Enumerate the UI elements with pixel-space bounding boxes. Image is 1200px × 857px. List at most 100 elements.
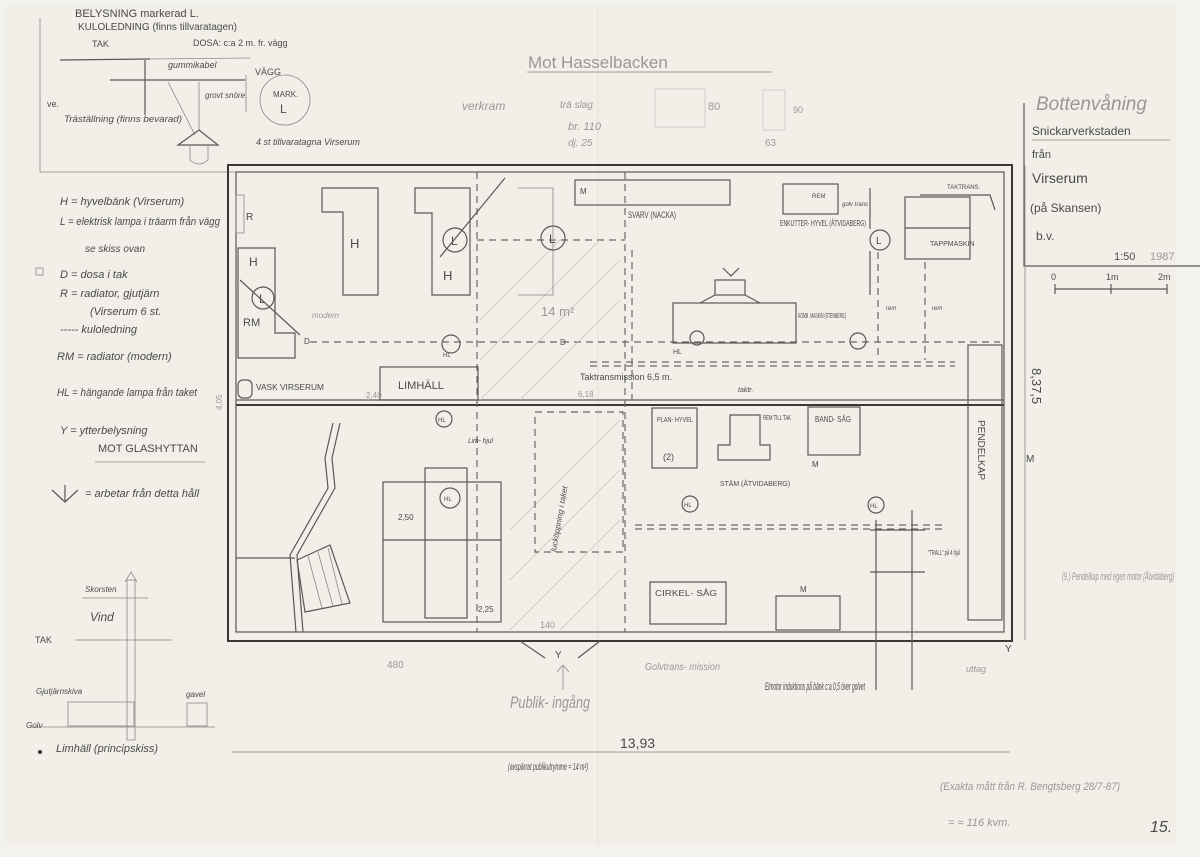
pendulum-saw — [967, 344, 1003, 621]
pendulum-saw-label: PENDELKAP — [975, 420, 986, 480]
legend-arrow: = arbetar från detta håll — [85, 488, 200, 500]
pendulum-saw-note: (9.) Pendelkap med egen motor (Åtvidaber… — [1062, 570, 1174, 583]
floor-transmission-note: Golvtrans- mission — [645, 662, 720, 673]
floor-label: Golv — [26, 721, 43, 730]
gable-label: gavel — [186, 690, 205, 699]
belt-label-3: rem — [932, 306, 942, 312]
surface-planer-number: (2) — [663, 452, 674, 462]
lathe — [574, 179, 731, 206]
mortiser — [717, 414, 771, 461]
title-line-3: Virserum — [1032, 170, 1088, 186]
ve-label: ve. — [47, 99, 59, 109]
dim-240: 2,40 — [366, 391, 382, 400]
combination-label: KOMB. MASKIN (STENBERG) — [798, 313, 846, 320]
hl-label-4: HL — [870, 504, 878, 510]
single-cutter-label: ENKUTTER- HYVEL (ÅTVIDABERG) — [780, 219, 866, 228]
hanging-lamp-1 — [441, 334, 461, 354]
lamp-l-2 — [540, 225, 566, 251]
circular-saw — [649, 581, 727, 625]
window-depth: dj. 25 — [568, 138, 593, 149]
staircase — [236, 422, 351, 633]
legend-h: H = hyvelbänk (Virserum) — [60, 196, 185, 208]
dim-225: 2,25 — [478, 605, 494, 614]
band-saw-label: BAND- SÅG — [815, 415, 851, 424]
building-outline — [227, 164, 1013, 642]
outlet-note: uttag — [966, 664, 986, 674]
exact-measurements-note: (Exakta mått från R. Bengtsberg 28/7-87) — [940, 781, 1120, 793]
motor-label-4: M — [1026, 454, 1034, 465]
mark-label: MARK. — [273, 90, 298, 99]
scale-tick-0: 0 — [1051, 272, 1056, 282]
window-frame-note: verkram trä slag br. 110 dj. 25 80 90 63 — [462, 88, 803, 149]
surface-planer — [651, 407, 698, 469]
floor-trans-label: golv trans — [842, 202, 868, 208]
outdoor-light-y-2: Y — [1005, 644, 1012, 655]
electric-motor-note: Elmotor induktions på bänk c:a 0,5 över … — [765, 681, 865, 693]
surface-planer-label: PLAN- HYVEL — [657, 417, 693, 424]
year-text: 1987 — [1150, 251, 1174, 263]
paper-sheet — [6, 6, 1176, 846]
glue-stove-sketch: Skorsten Vind TAK Gjutjärnskiva gavel Go… — [26, 571, 215, 755]
tenoning-label: TAPPMASKIN — [930, 241, 975, 248]
dim-480: 480 — [387, 660, 404, 671]
circular-saw-label: CIRKEL- SÅG — [655, 589, 717, 598]
ceiling-trans-label: TAKTRANS. — [947, 185, 981, 191]
box-d-1: D — [304, 337, 310, 346]
belt-label: REM — [812, 194, 825, 200]
title-line-1: Snickarverkstaden — [1032, 124, 1131, 138]
title-line-2: från — [1032, 149, 1051, 161]
dim-140: 140 — [540, 620, 555, 630]
trolley — [870, 510, 925, 690]
hl-label-2: HL — [673, 349, 682, 356]
window-dim-63: 63 — [765, 138, 777, 149]
hl-label-5: HL — [444, 497, 452, 503]
legend-cable: ----- kuloledning — [60, 324, 138, 336]
lamp-l-1 — [442, 227, 468, 253]
lamp-l-2-label: L — [549, 232, 556, 246]
bench-h-3: H — [249, 255, 258, 269]
glue-stove-caption: Limhäll (principskiss) — [56, 743, 158, 755]
title-line-5: b.v. — [1036, 229, 1054, 243]
page-number: 15. — [1150, 819, 1172, 836]
floor-title: Bottenvåning — [1036, 94, 1147, 115]
legend-y: Y = ytterbelysning — [60, 425, 148, 437]
cast-iron-label: Gjutjärnskiva — [36, 687, 83, 696]
legend-r-note: (Virserum 6 st. — [90, 306, 161, 318]
box-d-2: D — [560, 338, 566, 347]
dim-405: 4,05 — [215, 394, 224, 410]
sink — [237, 379, 253, 399]
workbenches: H H H RM R L L L L modern 14 m² HL D D — [235, 177, 891, 359]
roof-label-2: TAK — [35, 635, 52, 645]
hl-label-6: HL — [438, 418, 446, 424]
scale-tick-1: 1m — [1106, 272, 1119, 282]
legend-see-sketch: se skiss ovan — [85, 244, 145, 255]
outdoor-light-y: Y — [555, 650, 562, 661]
scale-bar: 0 1m 2m — [1051, 272, 1171, 294]
scale-tick-2: 2m — [1158, 272, 1171, 282]
glue-wheel-label: Lim- hjul — [468, 438, 493, 445]
radiator-label: R — [246, 212, 253, 223]
lathe-label: SVARV (NACKA) — [628, 210, 676, 220]
dim-618: 6,18 — [578, 390, 594, 399]
motor-label-1: M — [580, 187, 587, 196]
machines: M SVARV (NACKA) REM golv trans ENKUTTER-… — [574, 179, 1034, 690]
arrow-down-icon — [722, 267, 740, 277]
arrow-down-icon — [51, 485, 79, 503]
rope-note: grovt snöre — [205, 91, 246, 100]
window-width: br. 110 — [568, 121, 602, 133]
entrance-doors — [519, 640, 601, 659]
legend-glashyttan: MOT GLASHYTTAN — [98, 443, 198, 455]
chimney-label: Skorsten — [85, 585, 117, 594]
attic-label: Vind — [90, 610, 114, 624]
lighting-title: BELYSNING markerad L. — [75, 8, 199, 20]
glue-stove-label: LIMHÄLL — [398, 380, 444, 392]
cable-note: KULOLEDNING (finns tillvaratagen) — [78, 22, 237, 33]
glue-stove — [379, 366, 479, 401]
bench-h-2: H — [443, 268, 452, 283]
area-label: 14 m² — [541, 304, 575, 319]
lamp-l-4-label: L — [876, 236, 882, 247]
lamp-l-3 — [251, 286, 275, 310]
legend-r: R = radiator, gjutjärn — [60, 288, 159, 300]
public-entrance-label: Publik- ingång — [510, 693, 590, 712]
